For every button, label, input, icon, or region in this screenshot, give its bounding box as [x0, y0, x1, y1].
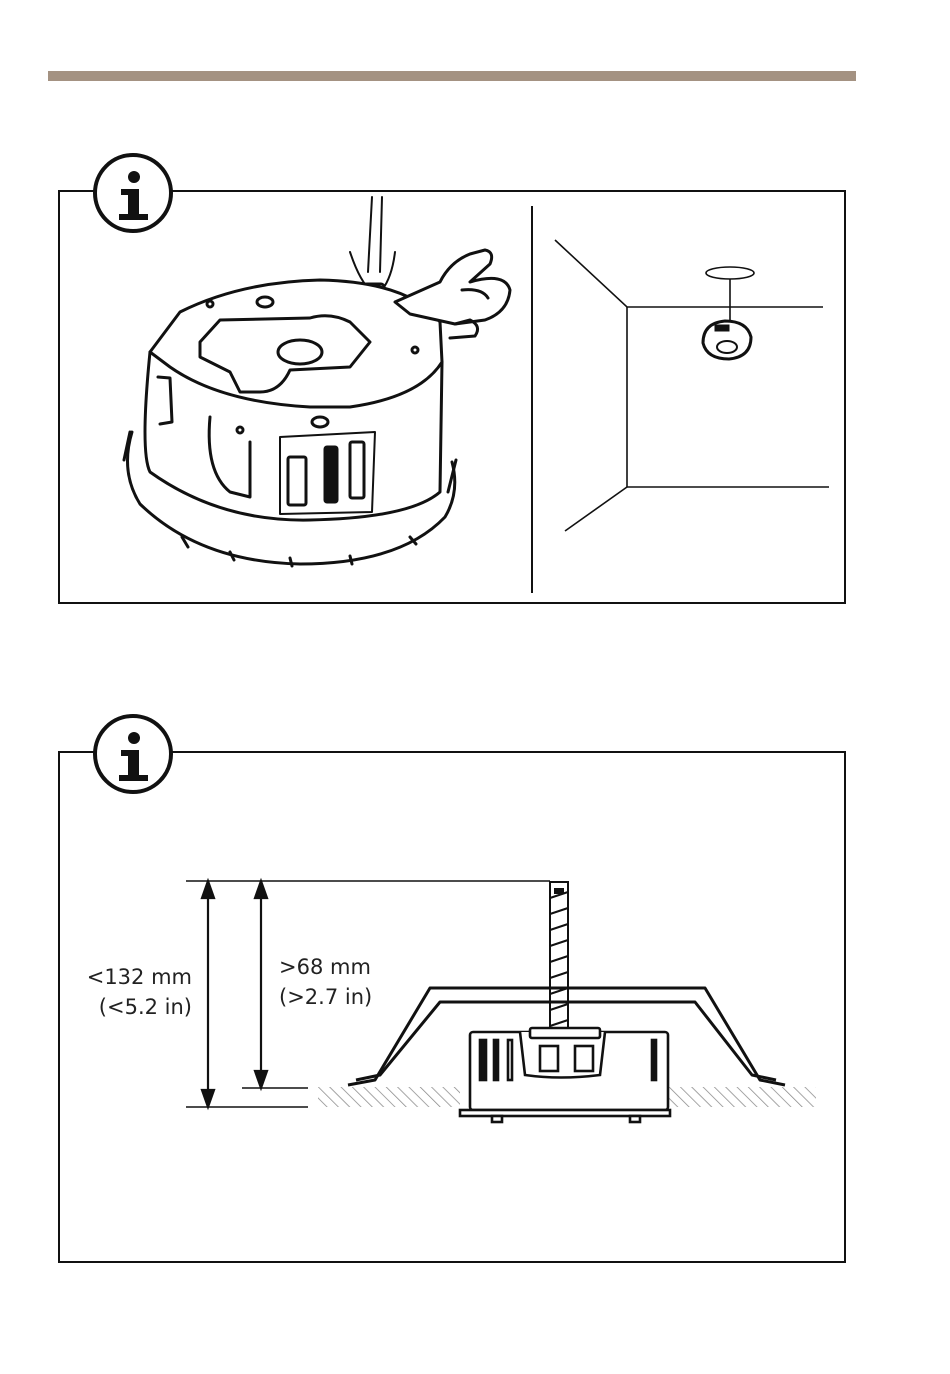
- max-depth-label: <132 mm (<5.2 in): [80, 962, 192, 1022]
- min-clearance-metric: >68 mm: [279, 952, 372, 982]
- info-icon: [93, 714, 173, 794]
- room-corner-illustration: [545, 225, 835, 545]
- dimension-arrow-68: [255, 881, 267, 1088]
- dimension-diagram: [180, 870, 830, 1130]
- header-rule: [48, 71, 856, 81]
- panel-divider: [531, 206, 533, 593]
- max-depth-imperial: (<5.2 in): [80, 992, 192, 1022]
- dimension-arrow-132: [202, 881, 214, 1107]
- ceiling-bracket-illustration: [110, 192, 520, 582]
- recessed-housing-icon: [460, 1028, 670, 1122]
- camera-dome-icon: [703, 267, 754, 359]
- room-corner-icon: [555, 240, 829, 531]
- threaded-rod-icon: [550, 882, 568, 1032]
- min-clearance-label: >68 mm (>2.7 in): [279, 952, 372, 1012]
- max-depth-metric: <132 mm: [80, 962, 192, 992]
- ceiling-bracket-icon: [124, 280, 456, 566]
- min-clearance-imperial: (>2.7 in): [279, 982, 372, 1012]
